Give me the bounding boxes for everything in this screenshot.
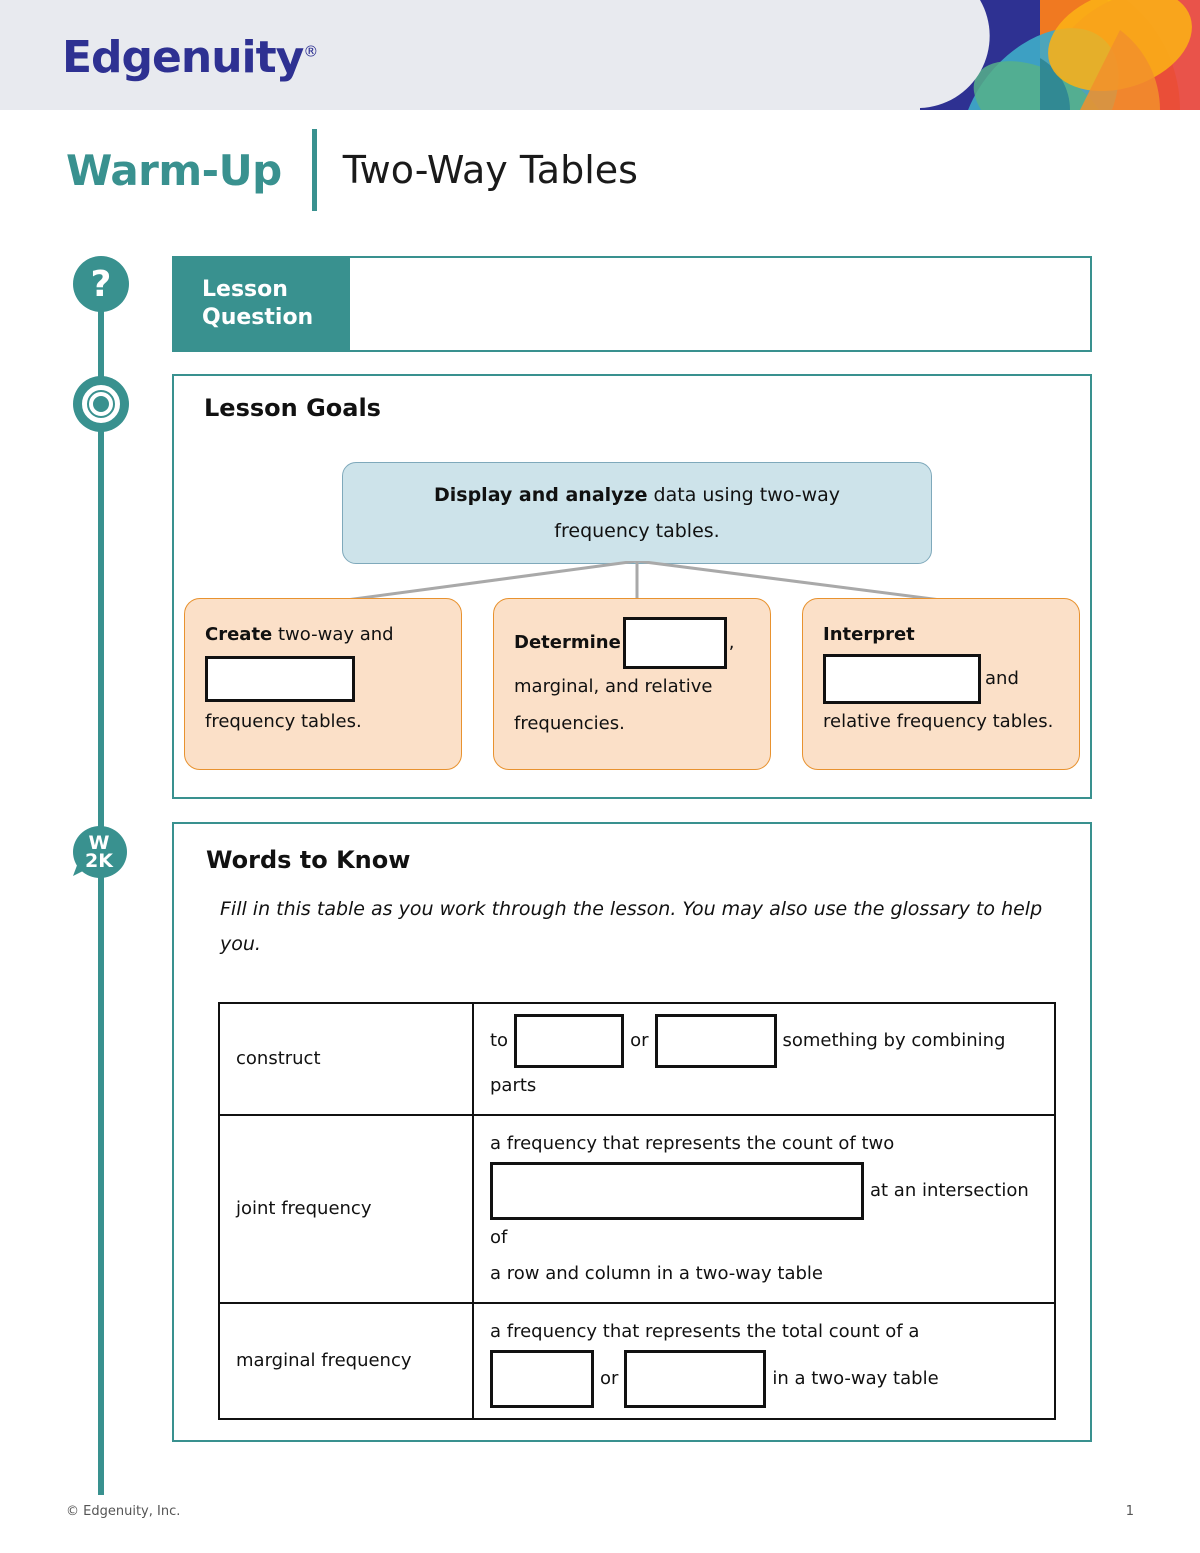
w2k-icon-line2: 2K <box>85 850 113 872</box>
goal-card-1-after: frequency tables. <box>205 710 362 732</box>
joint-def-part1: a frequency that represents the count of… <box>490 1133 895 1154</box>
main-goal-box: Display and analyze data using two-way f… <box>342 462 932 564</box>
target-ring-inner <box>89 392 113 416</box>
goal-card-1-blank-input[interactable] <box>205 655 355 702</box>
joint-def-part3: a row and column in a two-way table <box>490 1263 823 1284</box>
copyright-text: © Edgenuity, Inc. <box>66 1504 181 1519</box>
marginal-blank-2-input[interactable] <box>624 1350 767 1408</box>
lesson-question-label-line1: Lesson <box>202 277 288 302</box>
goal-card-determine: Determine, marginal, and relative freque… <box>493 598 771 770</box>
marginal-def-part2: or <box>600 1368 619 1389</box>
pinwheel-decoration-icon <box>920 0 1200 110</box>
w2k-bubble-shape <box>73 826 127 878</box>
vocab-term-marginal-frequency: marginal frequency <box>218 1302 474 1420</box>
goal-card-2-bold: Determine <box>514 632 621 653</box>
table-row: joint frequency a frequency that represe… <box>218 1114 1056 1304</box>
construct-blank-1-input[interactable] <box>514 1014 625 1068</box>
question-mark-icon: ? <box>73 256 129 312</box>
goal-card-3-blank-input[interactable] <box>823 653 981 704</box>
lesson-question-label: Lesson Question <box>174 258 350 350</box>
lesson-goals-section: Lesson Goals Display and analyze data us… <box>172 374 1092 799</box>
construct-blank-2-input[interactable] <box>654 1014 777 1068</box>
lesson-question-answer-field[interactable] <box>350 258 1090 350</box>
goal-card-2-blank-input[interactable] <box>622 617 727 669</box>
goal-card-2-after: , <box>728 632 735 653</box>
construct-def-part3: something by combining <box>782 1030 1006 1051</box>
table-row: construct to or something by combining par… <box>218 1002 1056 1116</box>
w2k-icon-line1: W <box>88 831 110 854</box>
main-goal-bold: Display and analyze <box>433 483 648 506</box>
words-to-know-instruction: Fill in this table as you work through t… <box>220 898 1043 956</box>
vocab-term-construct: construct <box>218 1002 474 1116</box>
goal-connector-lines <box>323 561 965 603</box>
edgenuity-logo: Edgenuity® <box>62 32 318 83</box>
target-ring-outer <box>82 385 120 423</box>
w2k-icon-label: W 2K <box>69 826 129 878</box>
goal-card-3-bold: Interpret <box>823 624 915 645</box>
goal-card-3-line2: relative frequency tables. <box>823 710 1054 732</box>
goal-card-2-line2: marginal, and relative <box>514 676 713 697</box>
vocab-term-joint-frequency: joint frequency <box>218 1114 474 1304</box>
trademark-symbol: ® <box>303 42 318 61</box>
main-goal-line1: Display and analyze data using two-way <box>434 477 840 513</box>
goal-card-interpret: Interpret and relative frequency tables. <box>802 598 1080 770</box>
vocabulary-table: construct to or something by combining par… <box>218 1002 1056 1420</box>
vocab-def-marginal-frequency: a frequency that represents the total co… <box>472 1302 1056 1420</box>
marginal-blank-1-input[interactable] <box>490 1350 594 1408</box>
marginal-def-part1: a frequency that represents the total co… <box>490 1321 920 1342</box>
construct-def-part4: parts <box>490 1075 537 1096</box>
page-footer: © Edgenuity, Inc. 1 <box>0 1504 1200 1519</box>
goal-card-1-before: two-way and <box>272 624 394 645</box>
words-to-know-section: Words to Know Fill in this table as you … <box>172 822 1092 1442</box>
goal-card-create: Create two-way and frequency tables. <box>184 598 462 770</box>
joint-def-part2: at an intersection of <box>490 1180 1029 1248</box>
target-icon <box>73 376 129 432</box>
vocab-def-construct: to or something by combining parts <box>472 1002 1056 1116</box>
lesson-question-section: Lesson Question <box>172 256 1092 352</box>
joint-blank-1-input[interactable] <box>490 1162 864 1220</box>
marginal-def-part3: in a two-way table <box>772 1368 939 1389</box>
pinwheel-svg <box>920 0 1200 110</box>
words-to-know-heading: Words to Know <box>206 846 411 874</box>
page-title-row: Warm-Up Two-Way Tables <box>66 129 638 211</box>
main-goal-line2: frequency tables. <box>554 520 720 542</box>
timeline-rail <box>98 300 104 1495</box>
construct-def-part2: or <box>630 1030 649 1051</box>
lesson-question-label-line2: Question <box>202 304 314 330</box>
title-divider <box>311 129 317 211</box>
page-number: 1 <box>1125 1504 1134 1519</box>
w2k-speech-bubble-icon: W 2K <box>69 826 129 884</box>
page-title: Two-Way Tables <box>342 148 638 192</box>
brand-name: Edgenuity <box>62 32 304 83</box>
page-title-kicker: Warm-Up <box>66 145 282 195</box>
lesson-goals-heading: Lesson Goals <box>204 394 381 422</box>
goal-card-1-bold: Create <box>205 624 273 645</box>
construct-def-part1: to <box>490 1030 509 1051</box>
goal-card-2-line3: frequencies. <box>514 712 625 734</box>
goal-card-3-after: and <box>985 667 1019 689</box>
vocab-def-joint-frequency: a frequency that represents the count of… <box>472 1114 1056 1304</box>
main-goal-rest: data using two-way <box>647 483 841 506</box>
table-row: marginal frequency a frequency that repr… <box>218 1302 1056 1420</box>
goal-cards-row: Create two-way and frequency tables. Det… <box>174 598 1090 770</box>
